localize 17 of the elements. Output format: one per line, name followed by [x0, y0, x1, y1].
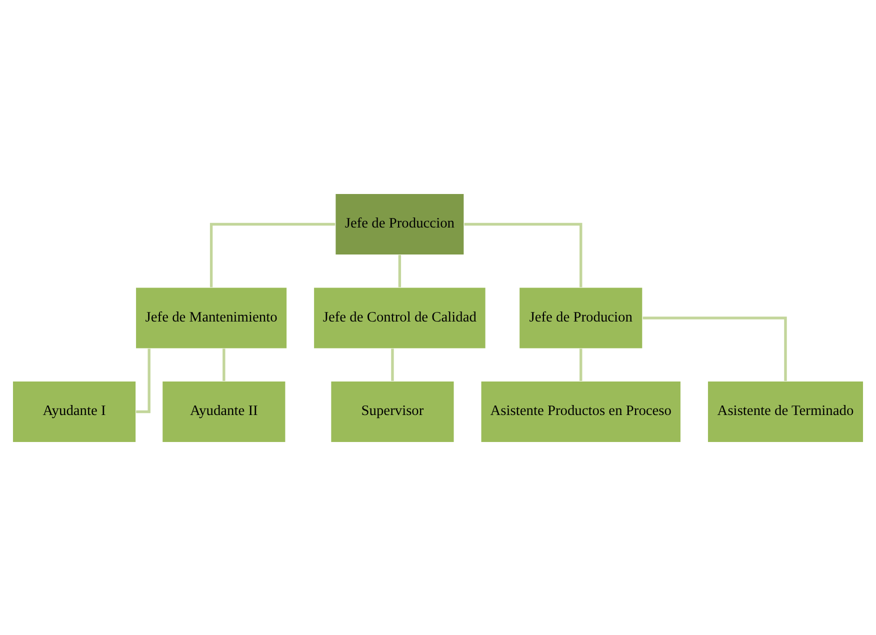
connector — [580, 348, 582, 380]
node-box: Jefe de Control de Calidad — [313, 286, 486, 349]
node-box: Jefe de Produccion — [334, 192, 465, 255]
node-box: Asistente de Terminado — [707, 380, 864, 442]
connector — [136, 348, 150, 413]
node-box: Ayudante II — [162, 380, 286, 442]
node-box: Supervisor — [330, 380, 455, 442]
connector — [398, 254, 402, 287]
connector — [391, 348, 394, 380]
node-box: Ayudante I — [12, 380, 136, 442]
connector — [464, 222, 582, 287]
connector — [642, 316, 787, 381]
connector — [222, 348, 226, 380]
node-box: Jefe de Producion — [518, 286, 644, 349]
node-box: Asistente Productos en Proceso — [480, 380, 682, 442]
connector — [210, 222, 336, 287]
node-box: Jefe de Mantenimiento — [135, 286, 288, 349]
